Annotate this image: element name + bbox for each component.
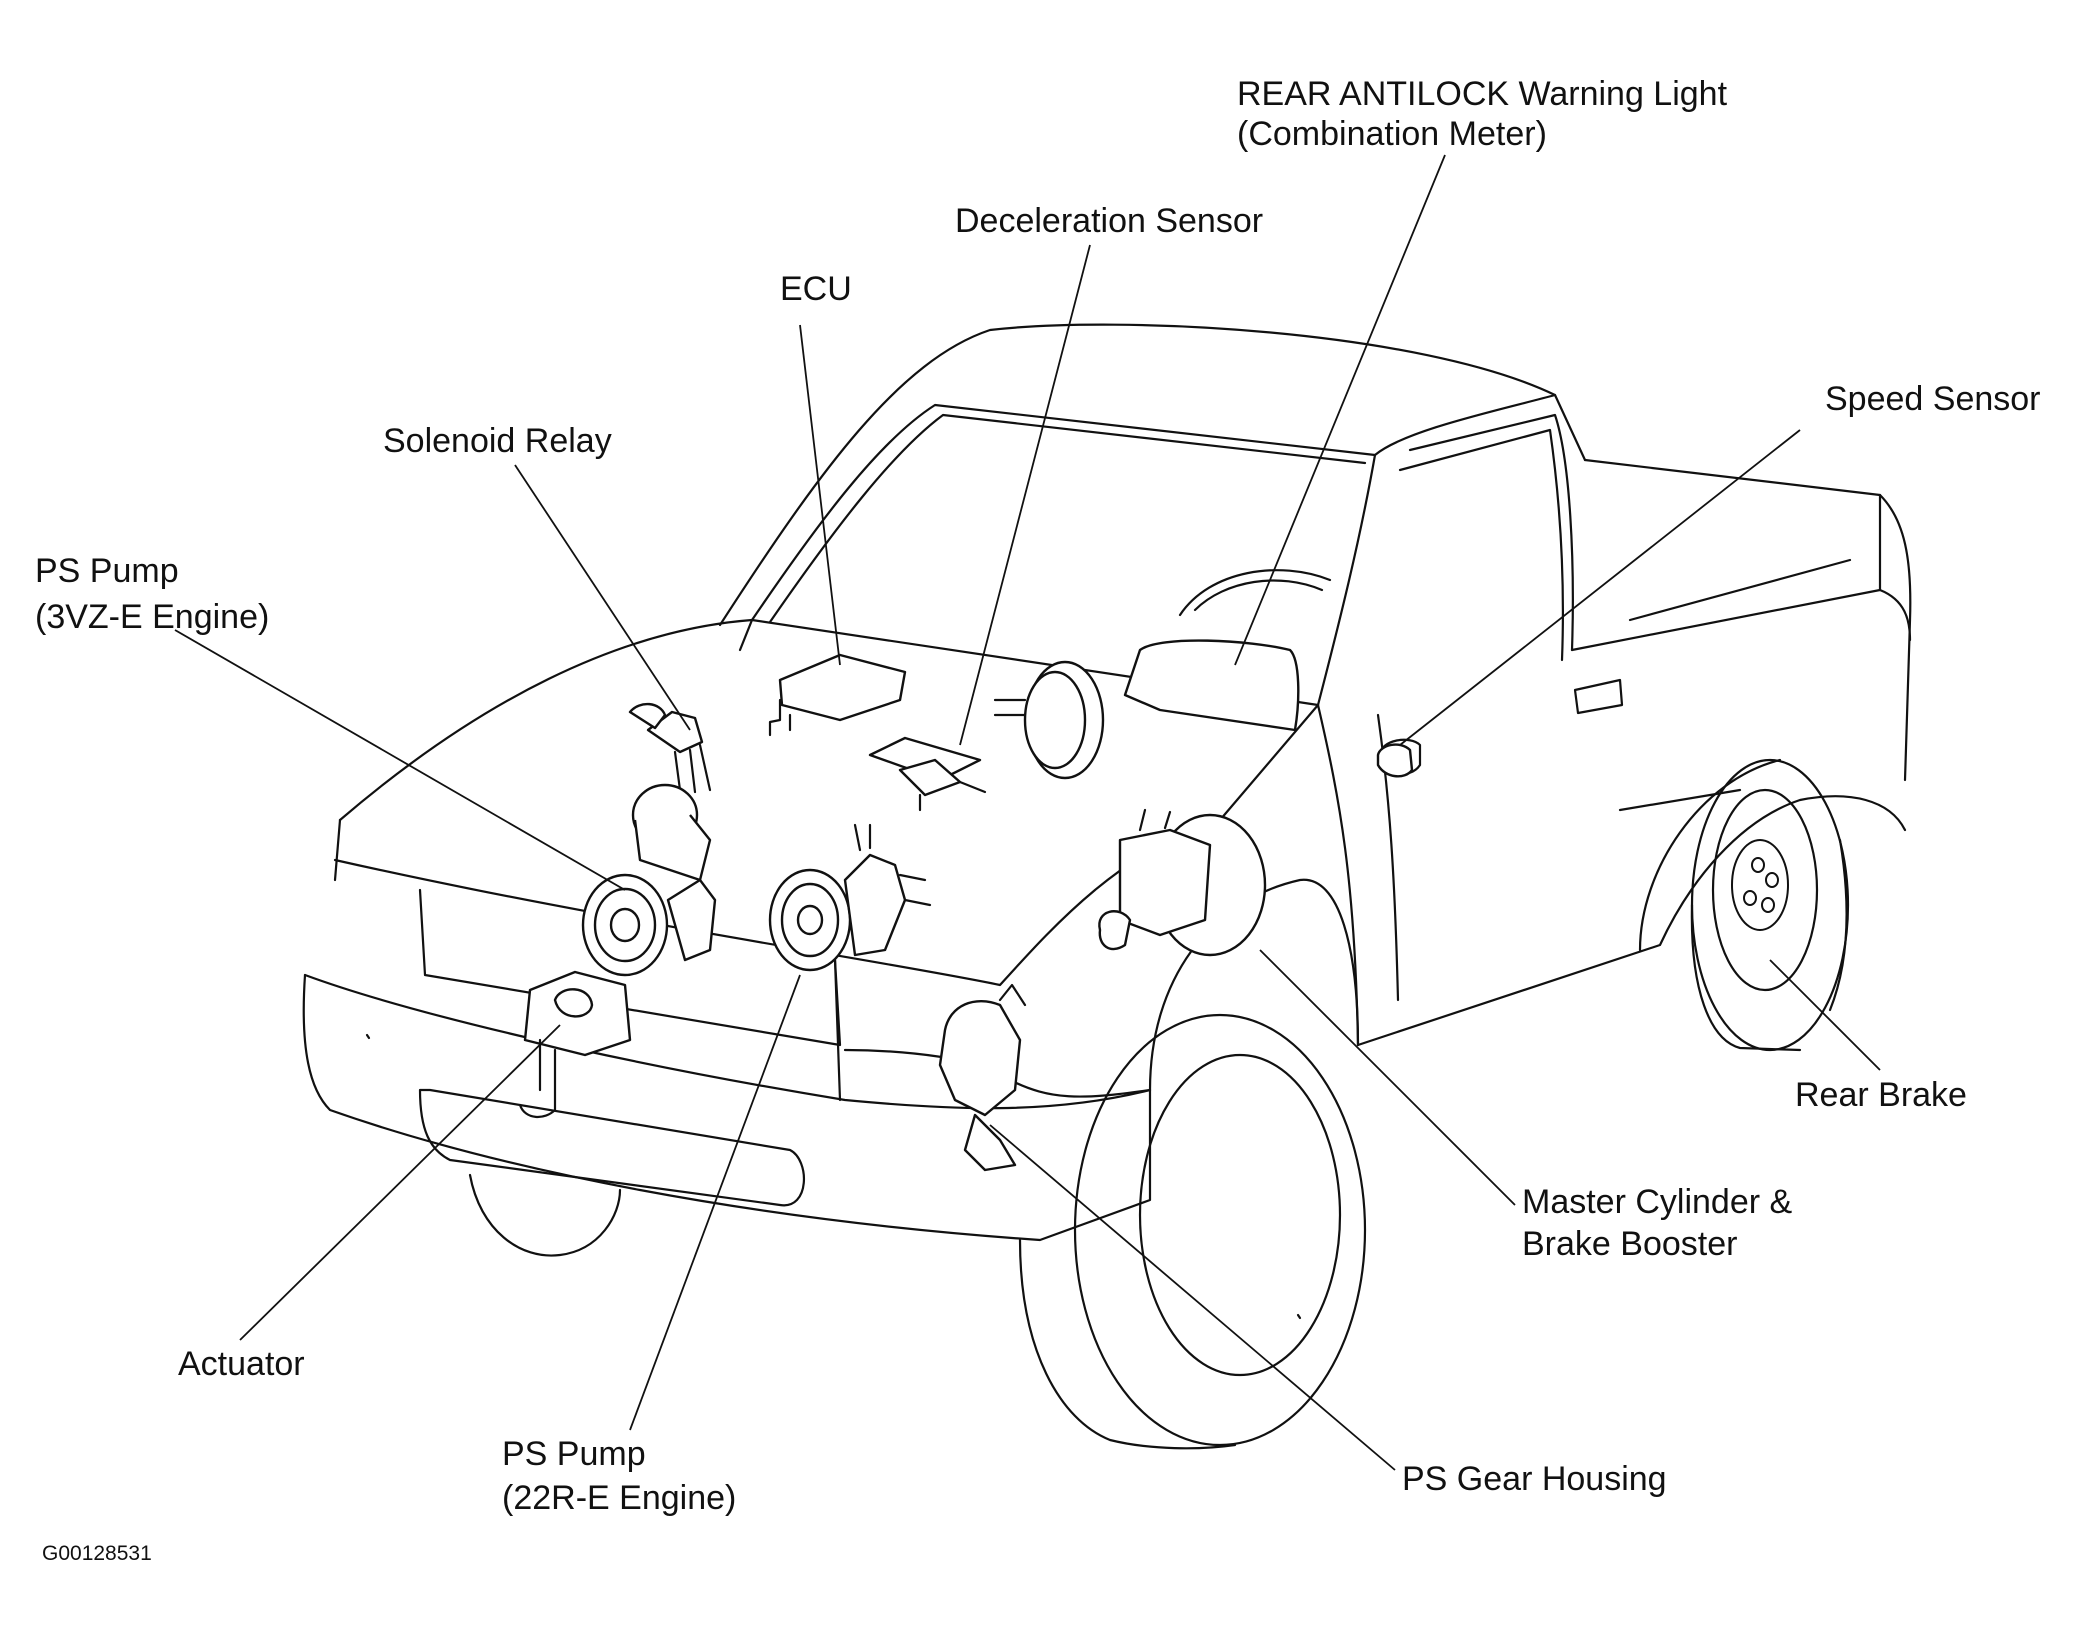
- label-ecu: ECU: [780, 270, 852, 308]
- label-brake-booster: Brake Booster: [1522, 1225, 1737, 1263]
- label-ps-pump-3vz-sub: (3VZ-E Engine): [35, 598, 269, 636]
- label-speed-sensor: Speed Sensor: [1825, 380, 2041, 418]
- leader-deceleration-sensor: [959, 244, 1091, 746]
- leader-ps-pump-22r: [629, 974, 801, 1431]
- master-cylinder-booster-unit: [1098, 808, 1267, 957]
- label-ps-gear-housing: PS Gear Housing: [1402, 1460, 1667, 1498]
- label-warning-light-sub: (Combination Meter): [1237, 115, 1547, 153]
- leader-ps-pump-3vz: [174, 629, 626, 891]
- leader-speed-sensor: [1399, 429, 1801, 746]
- label-solenoid-relay: Solenoid Relay: [383, 422, 612, 460]
- label-ps-pump-22r-sub: (22R-E Engine): [502, 1479, 736, 1517]
- leader-lines: [174, 154, 1881, 1471]
- speed-sensor-unit: [1376, 743, 1414, 778]
- leader-warning-light: [1234, 154, 1446, 666]
- label-master-cylinder: Master Cylinder &: [1522, 1183, 1793, 1221]
- brake-booster-disc: [993, 660, 1105, 780]
- label-deceleration-sensor: Deceleration Sensor: [955, 202, 1263, 240]
- leader-rear-brake: [1769, 959, 1881, 1071]
- solenoid-relay-unit: [628, 702, 712, 794]
- deceleration-sensor-unit: [868, 736, 987, 812]
- leader-master-cylinder: [1259, 949, 1516, 1206]
- leader-ps-gear-housing: [989, 1124, 1396, 1471]
- ecu-unit: [768, 653, 907, 737]
- leader-actuator: [239, 1024, 561, 1341]
- label-warning-light: REAR ANTILOCK Warning Light: [1237, 75, 1728, 113]
- label-ps-pump-22r: PS Pump: [502, 1435, 646, 1473]
- label-ps-pump-3vz: PS Pump: [35, 552, 179, 590]
- leader-solenoid-relay: [514, 464, 691, 731]
- ps-gear-housing-unit: [938, 983, 1027, 1172]
- ps-pump-3vz-unit: [581, 783, 717, 977]
- ps-pump-22r-unit: [768, 823, 932, 972]
- actuator-unit: [518, 970, 632, 1118]
- label-actuator: Actuator: [178, 1345, 305, 1383]
- leader-ecu: [799, 324, 841, 666]
- truck-outline: [302, 323, 1912, 1450]
- figure-code: G00128531: [42, 1542, 152, 1565]
- callout-labels: REAR ANTILOCK Warning Light (Combination…: [35, 75, 2041, 1565]
- label-rear-brake: Rear Brake: [1795, 1076, 1967, 1114]
